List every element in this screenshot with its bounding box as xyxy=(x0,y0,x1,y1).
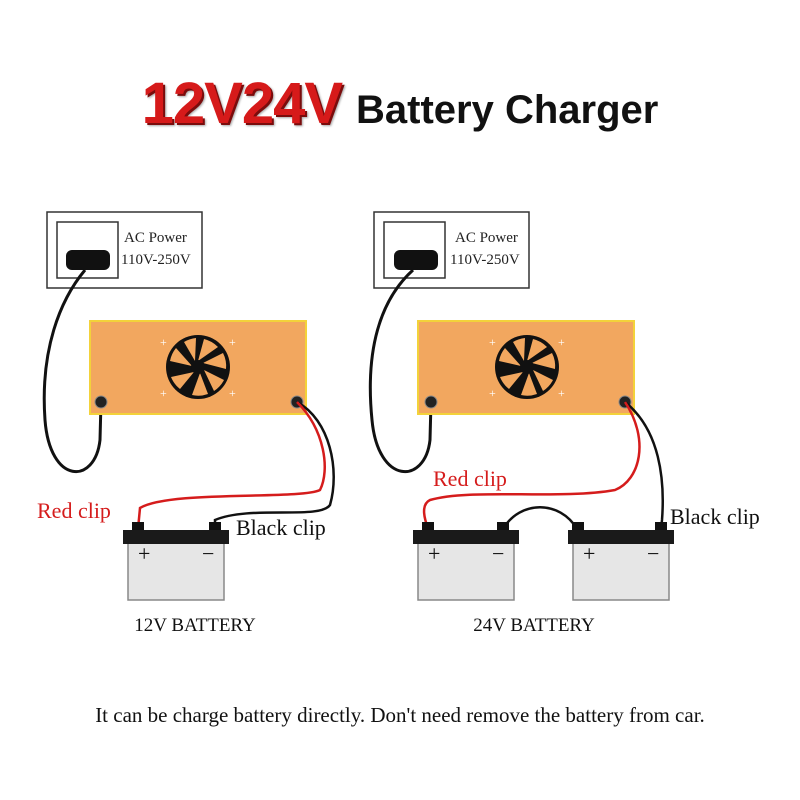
svg-text:+: + xyxy=(489,335,496,349)
power-plug-icon xyxy=(394,250,438,270)
fan-icon xyxy=(166,335,230,399)
black-wire xyxy=(624,401,664,530)
svg-text:+: + xyxy=(160,386,167,400)
svg-text:+: + xyxy=(229,386,236,400)
svg-text:+: + xyxy=(229,335,236,349)
ac-power-label: AC Power xyxy=(124,230,187,246)
diagram-24v: AC Power 110V-250V + + + + xyxy=(368,211,760,636)
title-voltage: 12V24V xyxy=(141,71,343,136)
black-wire xyxy=(213,400,335,529)
battery-plus-sign: + xyxy=(138,541,150,566)
battery-plus-sign: + xyxy=(583,541,595,566)
charger-terminal-left xyxy=(424,395,438,409)
ac-voltage-label: 110V-250V xyxy=(450,252,520,268)
battery-24v-right: + − xyxy=(567,529,675,601)
charger-body: + + + + xyxy=(417,320,635,415)
battery-24v-label: 24V BATTERY xyxy=(473,615,595,636)
ac-power-box: AC Power 110V-250V xyxy=(46,211,203,289)
diagram-12v: AC Power 110V-250V + + + + + − xyxy=(37,211,335,636)
battery-plus-sign: + xyxy=(428,541,440,566)
ac-voltage-label: 110V-250V xyxy=(121,252,191,268)
charger-terminal-left xyxy=(94,395,108,409)
power-cord xyxy=(42,269,103,474)
ac-power-box: AC Power 110V-250V xyxy=(373,211,530,289)
svg-text:+: + xyxy=(558,386,565,400)
page-title: 12V24V Battery Charger xyxy=(0,70,800,137)
black-clip-label: Black clip xyxy=(670,504,760,529)
battery-minus-sign: − xyxy=(647,541,659,566)
power-cord xyxy=(368,268,433,474)
battery-12v: + − xyxy=(122,529,230,601)
power-plug-icon xyxy=(66,250,110,270)
svg-text:+: + xyxy=(160,335,167,349)
battery-minus-sign: − xyxy=(492,541,504,566)
red-clip-label: Red clip xyxy=(433,466,507,491)
svg-text:+: + xyxy=(558,335,565,349)
red-clip-label: Red clip xyxy=(37,498,111,523)
svg-text:+: + xyxy=(489,386,496,400)
ac-power-label: AC Power xyxy=(455,230,518,246)
black-clip-label: Black clip xyxy=(236,515,326,540)
fan-icon xyxy=(495,335,559,399)
title-product: Battery Charger xyxy=(356,88,659,132)
footer-note: It can be charge battery directly. Don't… xyxy=(95,703,705,727)
battery-minus-sign: − xyxy=(202,541,214,566)
red-wire xyxy=(422,401,641,530)
battery-24v-left: + − xyxy=(412,529,520,601)
battery-12v-label: 12V BATTERY xyxy=(134,615,256,636)
series-link-wire xyxy=(501,506,579,530)
red-wire xyxy=(136,401,326,530)
charger-body: + + + + xyxy=(89,320,307,415)
